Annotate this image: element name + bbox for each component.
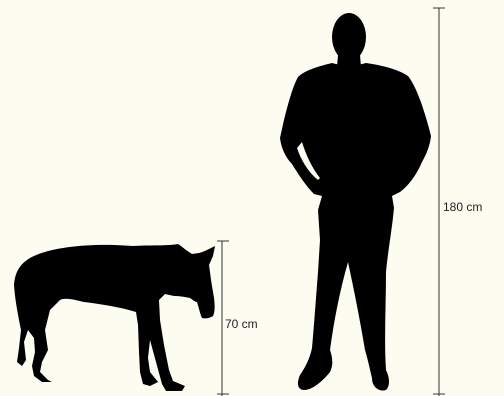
human-height-label: 180 cm: [443, 200, 482, 214]
wolf-height-label: 70 cm: [225, 317, 258, 331]
